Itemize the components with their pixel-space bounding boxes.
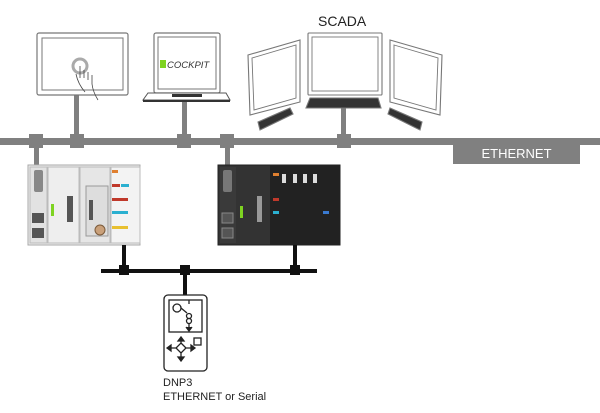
plc-controller-icon (27, 164, 141, 246)
ethernet-label-box (453, 145, 580, 164)
dark-plc-controller-icon (217, 164, 341, 246)
dnp3-sub-label: ETHERNET or Serial (163, 391, 267, 403)
cockpit-label: COCKPIT (167, 60, 210, 71)
touch-panel-icon (36, 32, 129, 101)
laptop-icon: COCKPIT (142, 32, 231, 102)
dnp3-label: DNP3 (163, 377, 193, 389)
ethernet-bus (0, 138, 600, 145)
cockpit-logo-icon (160, 60, 166, 68)
scada-label: SCADA (318, 13, 367, 29)
field-bus (101, 245, 317, 295)
field-device-icon (163, 294, 208, 372)
ethernet-label: ETHERNET (481, 146, 552, 161)
ethernet-stubs (29, 95, 351, 167)
scada-monitors-icon (247, 32, 443, 131)
